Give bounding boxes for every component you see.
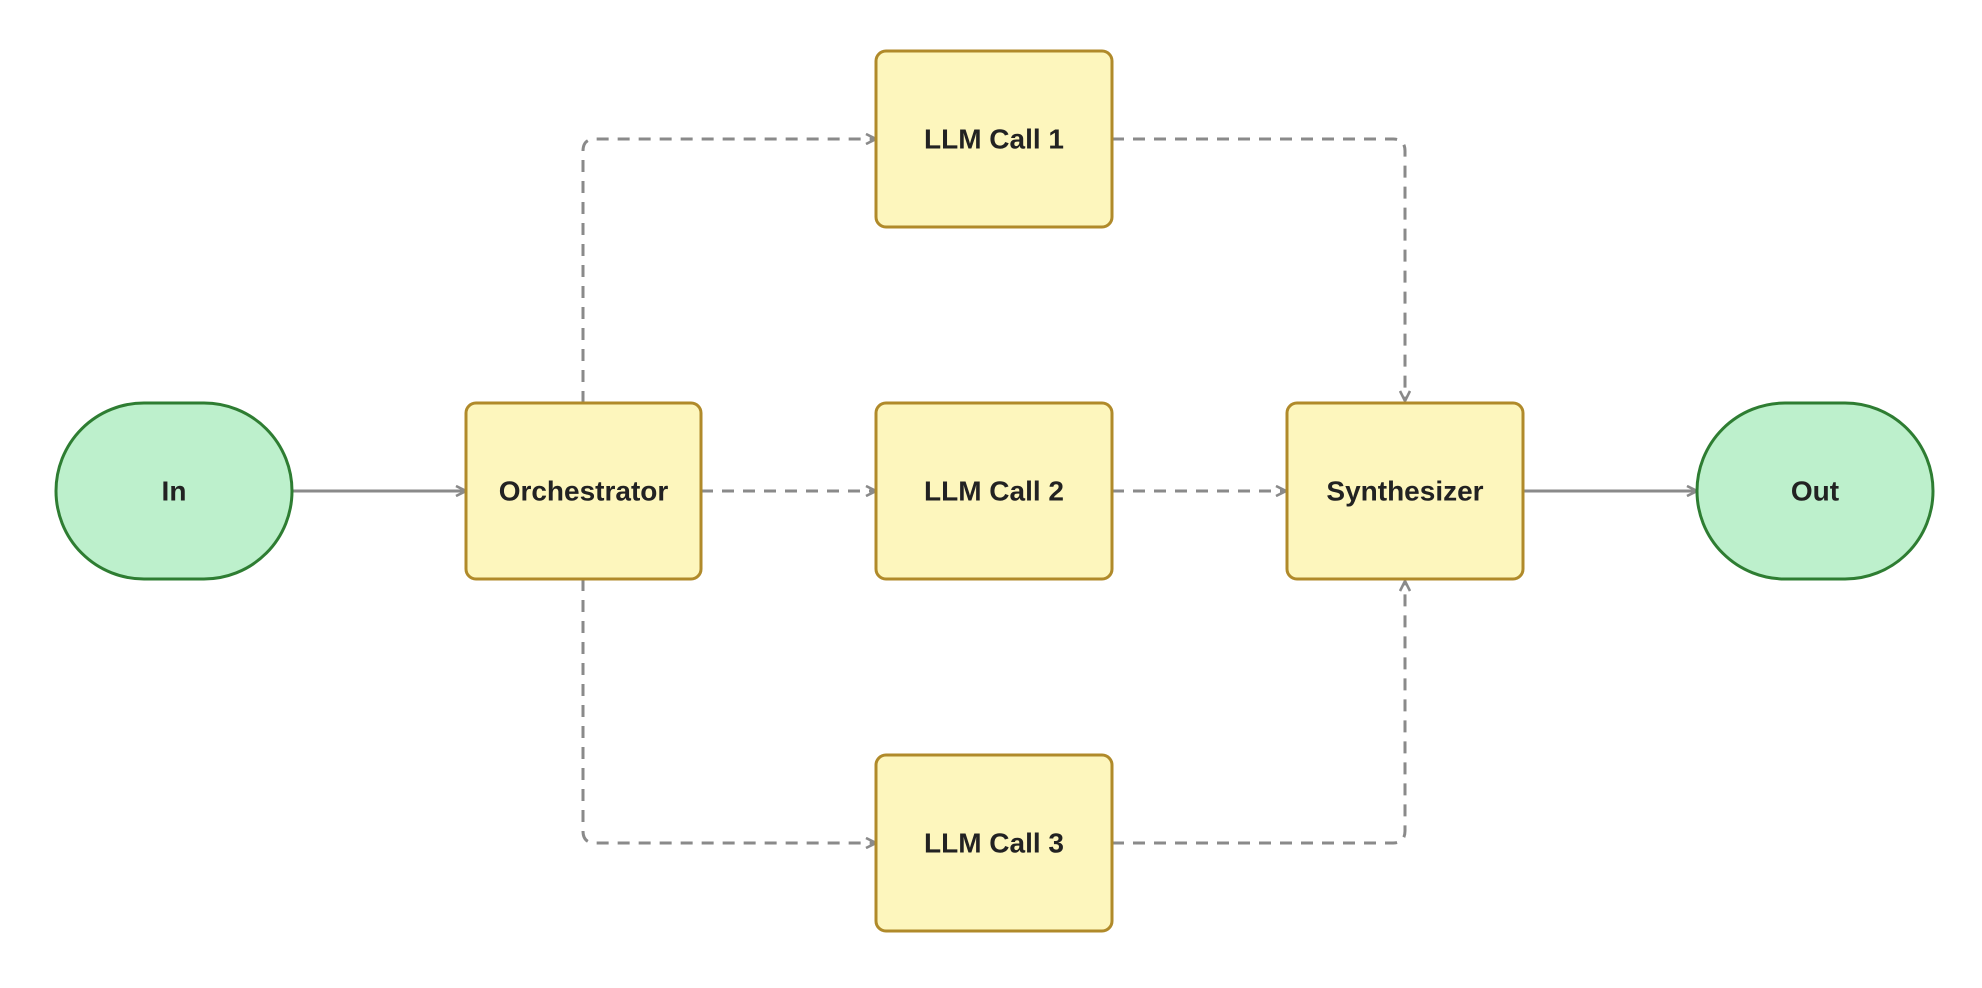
node-in-label: In [162,476,187,507]
node-in-shape [54,401,294,581]
node-in: In [54,401,294,581]
node-synthesizer-shape [1285,401,1525,581]
edge-orchestrator-to-llm-call-1 [581,139,876,403]
edge-llm-call-3-to-synthesizer [1112,581,1405,845]
node-llm-call-1-label: LLM Call 1 [924,124,1064,155]
edges [292,139,1697,843]
edge-llm-call-1-to-synthesizer [1112,137,1405,401]
node-llm-call-2-label: LLM Call 2 [924,476,1064,507]
node-out: Out [1695,401,1935,581]
node-orchestrator-label: Orchestrator [499,476,669,507]
node-synthesizer-label: Synthesizer [1326,476,1483,507]
node-llm-call-1: LLM Call 1 [874,49,1114,229]
node-out-shape [1695,401,1935,581]
node-llm-call-3-label: LLM Call 3 [924,828,1064,859]
edge-orchestrator-to-llm-call-3 [581,579,876,843]
node-llm-call-3-shape [874,753,1114,933]
node-synthesizer: Synthesizer [1285,401,1525,581]
node-orchestrator: Orchestrator [464,401,703,581]
node-llm-call-2-shape [874,401,1114,581]
node-llm-call-2: LLM Call 2 [874,401,1114,581]
node-orchestrator-shape [464,401,703,581]
node-out-label: Out [1791,476,1839,507]
node-llm-call-1-shape [874,49,1114,229]
node-llm-call-3: LLM Call 3 [874,753,1114,933]
